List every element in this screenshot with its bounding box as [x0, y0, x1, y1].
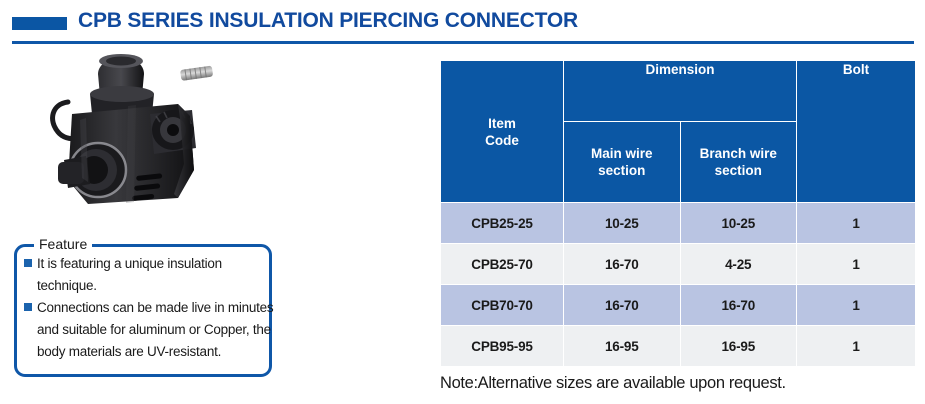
item-code-line-2: Code: [485, 132, 519, 148]
feature-list-item: It is featuring a unique insulation tech…: [24, 253, 282, 297]
cell-bolt: 1: [796, 202, 916, 244]
cell-branch-wire-section: 16-95: [679, 325, 797, 367]
page-title: CPB SERIES INSULATION PIERCING CONNECTOR: [78, 9, 578, 32]
feature-item-text: Connections can be made live in minutes …: [37, 300, 274, 359]
header-divider: [12, 41, 914, 44]
cell-bolt: 1: [796, 284, 916, 326]
main-wire-line-2: section: [598, 163, 646, 178]
feature-list-item: Connections can be made live in minutes …: [24, 297, 282, 363]
table-note: Note:Alternative sizes are available upo…: [440, 374, 786, 392]
feature-box-legend: Feature: [34, 236, 93, 253]
cell-bolt: 1: [796, 325, 916, 367]
branch-wire-line-2: section: [714, 163, 762, 178]
table-body: CPB25-25 10-25 10-25 1 CPB25-70 16-70 4-…: [440, 202, 916, 367]
cell-item-code: CPB95-95: [440, 325, 564, 367]
cell-branch-wire-section: 4-25: [679, 243, 797, 285]
bullet-square-icon: [24, 259, 32, 267]
cell-branch-wire-section: 10-25: [679, 202, 797, 244]
cell-item-code: CPB25-25: [440, 202, 564, 244]
cell-main-wire-section: 10-25: [563, 202, 681, 244]
table-row: CPB25-25 10-25 10-25 1: [440, 202, 916, 244]
column-header-main-wire-section: Main wire section: [563, 121, 681, 203]
page-header: CPB SERIES INSULATION PIERCING CONNECTOR: [0, 0, 925, 44]
cell-main-wire-section: 16-70: [563, 284, 681, 326]
main-wire-line-1: Main wire: [590, 146, 653, 161]
branch-wire-line-1: Branch wire: [699, 146, 777, 161]
product-image: [28, 52, 233, 232]
specification-table: Item Code Dimension Bolt Main wire secti…: [440, 60, 916, 367]
column-header-bolt: Bolt: [796, 60, 916, 203]
column-header-branch-wire-section: Branch wire section: [679, 121, 797, 203]
cell-item-code: CPB70-70: [440, 284, 564, 326]
item-code-line-1: Item: [488, 115, 516, 131]
cell-branch-wire-section: 16-70: [679, 284, 797, 326]
cell-main-wire-section: 16-95: [563, 325, 681, 367]
table-header-row-primary: Item Code Dimension Bolt: [440, 60, 916, 203]
table-row: CPB95-95 16-95 16-95 1: [440, 325, 916, 367]
feature-item-text: It is featuring a unique insulation tech…: [37, 256, 222, 293]
table-head: Item Code Dimension Bolt Main wire secti…: [440, 60, 916, 203]
column-header-item-code: Item Code: [440, 60, 564, 203]
table-row: CPB70-70 16-70 16-70 1: [440, 284, 916, 326]
bullet-square-icon: [24, 303, 32, 311]
table-row: CPB25-70 16-70 4-25 1: [440, 243, 916, 285]
cell-main-wire-section: 16-70: [563, 243, 681, 285]
title-accent-bar: [12, 17, 67, 30]
cell-item-code: CPB25-70: [440, 243, 564, 285]
table-header-row-secondary: Main wire section Branch wire section: [441, 121, 916, 203]
cell-bolt: 1: [796, 243, 916, 285]
feature-list: It is featuring a unique insulation tech…: [24, 253, 282, 363]
feature-box: [14, 244, 272, 377]
column-header-dimension: Dimension: [563, 60, 797, 122]
